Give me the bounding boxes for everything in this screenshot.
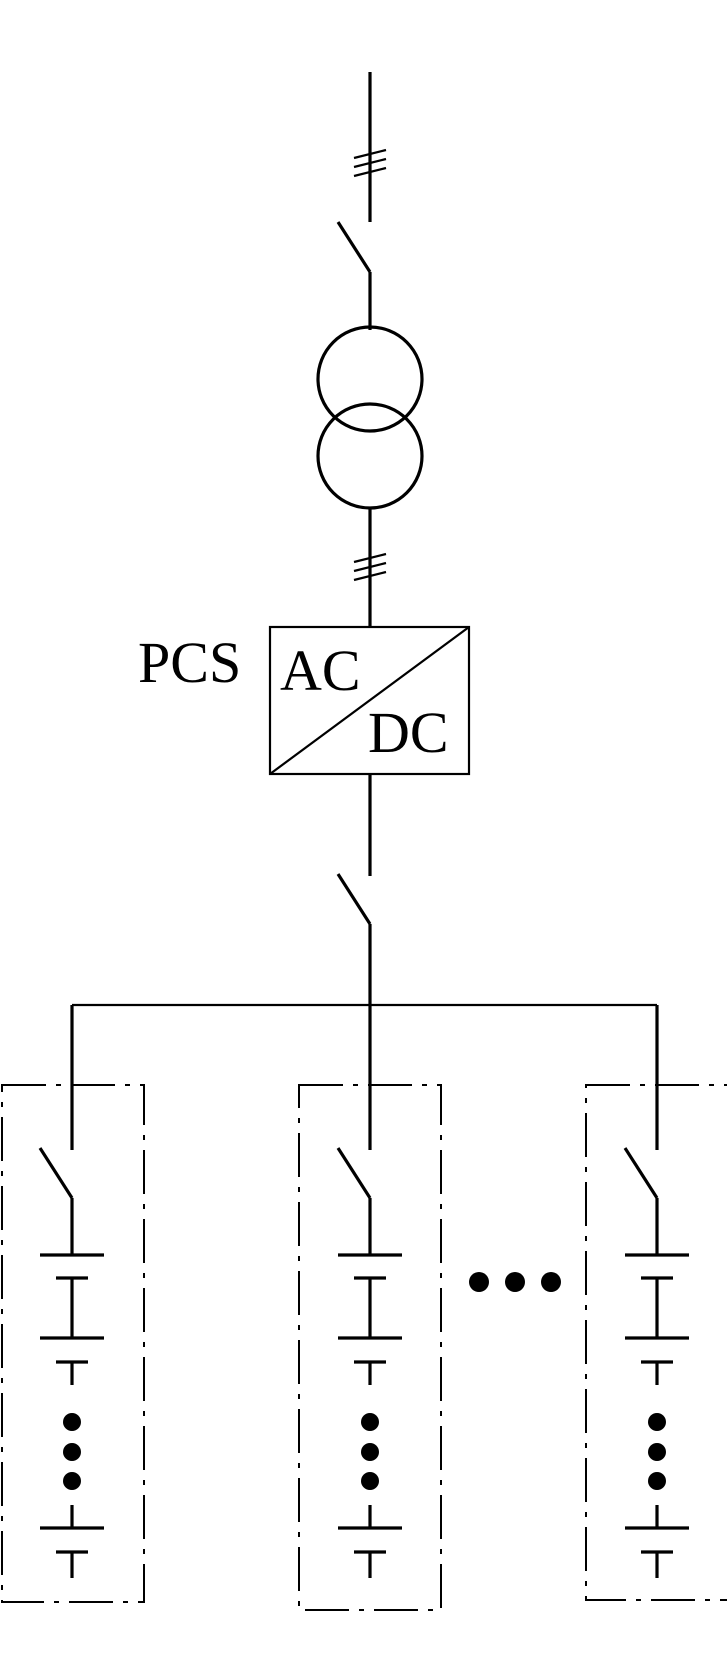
three-phase-marks-bottom xyxy=(353,552,387,582)
dc-switch xyxy=(336,774,372,1005)
pcs-converter: PCS AC DC xyxy=(138,625,471,776)
converter-ac-label: AC xyxy=(280,638,361,703)
pcs-feed xyxy=(353,508,387,627)
converter-dc-label: DC xyxy=(368,700,449,765)
grid-feed xyxy=(353,72,387,222)
more-clusters-ellipsis xyxy=(469,1272,561,1292)
battery-cluster-2 xyxy=(298,1005,442,1611)
three-phase-marks-top xyxy=(353,148,387,178)
pcs-label: PCS xyxy=(138,630,241,695)
battery-cluster-n xyxy=(585,1005,727,1601)
battery-cluster-1 xyxy=(1,1005,145,1603)
transformer-symbol xyxy=(316,325,424,510)
main-ac-switch xyxy=(336,221,372,330)
